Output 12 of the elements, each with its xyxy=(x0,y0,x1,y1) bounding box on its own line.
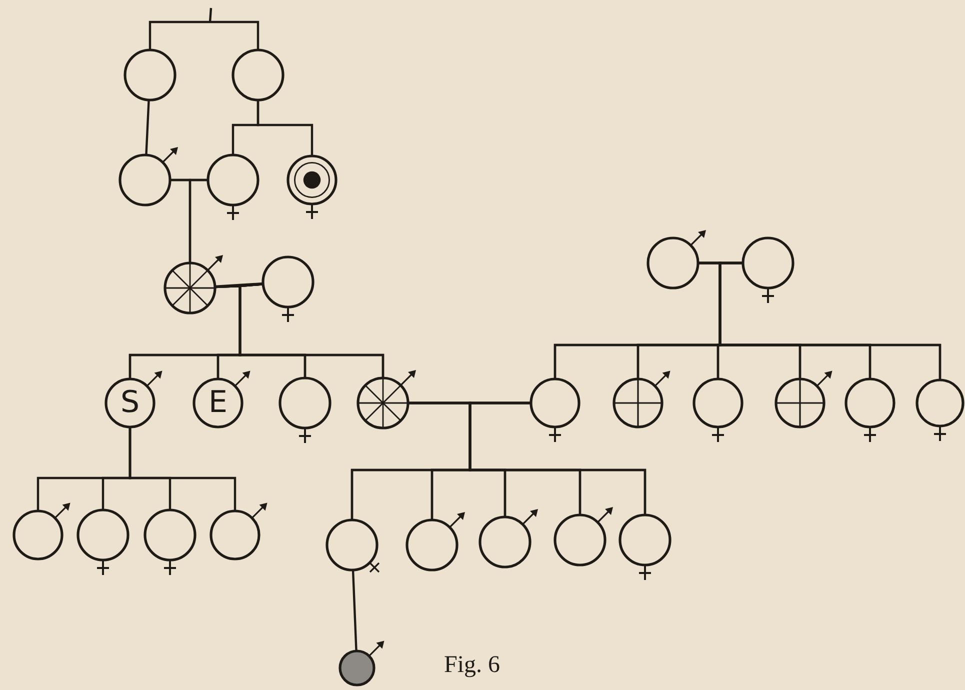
symbol-letter: S xyxy=(120,388,140,418)
pedigree-line xyxy=(188,178,208,263)
pedigree-line xyxy=(238,283,384,378)
pedigree-line xyxy=(128,427,236,511)
pedigree-line xyxy=(352,570,358,652)
pedigree-line xyxy=(145,100,150,156)
figure-caption: Fig. 6 xyxy=(444,652,500,679)
symbol-letter: E xyxy=(208,388,228,418)
pedigree-line xyxy=(256,100,314,156)
pedigree-line xyxy=(214,282,264,288)
pedigree-line xyxy=(148,20,260,50)
pedigree-line xyxy=(468,402,646,515)
